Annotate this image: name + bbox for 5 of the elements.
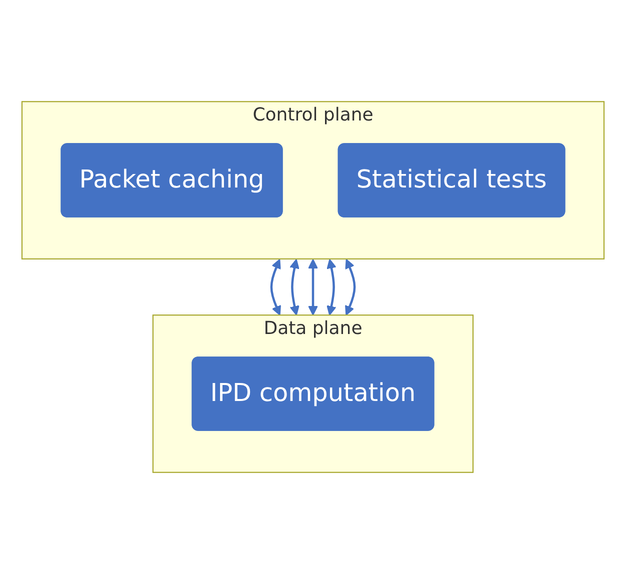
arrow [308,258,318,316]
arrow [326,258,336,316]
arrow [345,258,356,316]
arrow [270,258,281,316]
arrow [290,258,300,316]
